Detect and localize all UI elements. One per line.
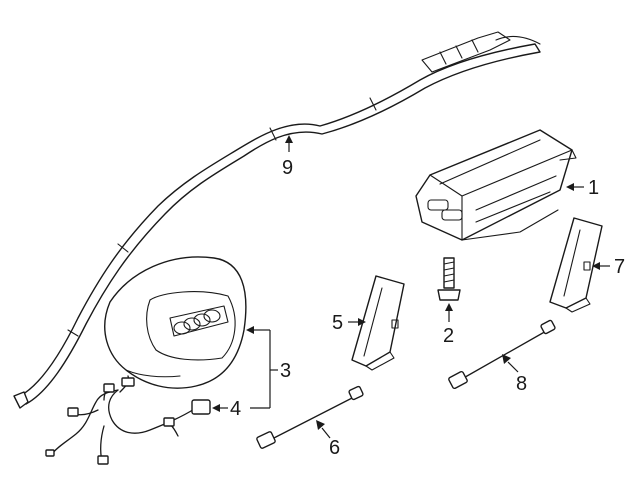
callout-8: 8 — [516, 373, 527, 395]
callout-6: 6 — [329, 437, 340, 459]
cable-part-8[interactable] — [448, 319, 556, 390]
callout-3: 3 — [280, 360, 291, 382]
connector — [67, 407, 79, 417]
callout-9: 9 — [282, 157, 293, 179]
bolt-part-2[interactable] — [437, 257, 461, 301]
connector-slot — [441, 209, 463, 221]
knee-airbag-part-7[interactable] — [549, 217, 603, 313]
callout-7: 7 — [614, 256, 625, 278]
callout-1: 1 — [588, 177, 599, 199]
connector — [163, 417, 175, 427]
side-airbag-part-5[interactable] — [351, 275, 405, 371]
steering-wheel-airbag-part-3[interactable] — [104, 256, 247, 389]
connector — [121, 377, 135, 387]
connector — [45, 449, 55, 457]
callout-labels: 1 2 3 4 5 6 7 8 9 — [230, 157, 625, 459]
cable-part-6[interactable] — [256, 385, 364, 449]
connector — [103, 383, 115, 393]
callout-2: 2 — [443, 325, 454, 347]
wiring-harness-part-4[interactable] — [45, 375, 211, 465]
connector — [97, 455, 109, 465]
passenger-airbag-module-part-1[interactable] — [415, 129, 577, 241]
callout-4: 4 — [230, 398, 241, 420]
connector — [191, 399, 211, 415]
leader-lines — [212, 135, 610, 439]
connector-slot — [427, 199, 449, 211]
callout-5: 5 — [332, 312, 343, 334]
audi-rings-logo — [169, 305, 229, 337]
curtain-airbag-part-9[interactable] — [13, 31, 541, 409]
